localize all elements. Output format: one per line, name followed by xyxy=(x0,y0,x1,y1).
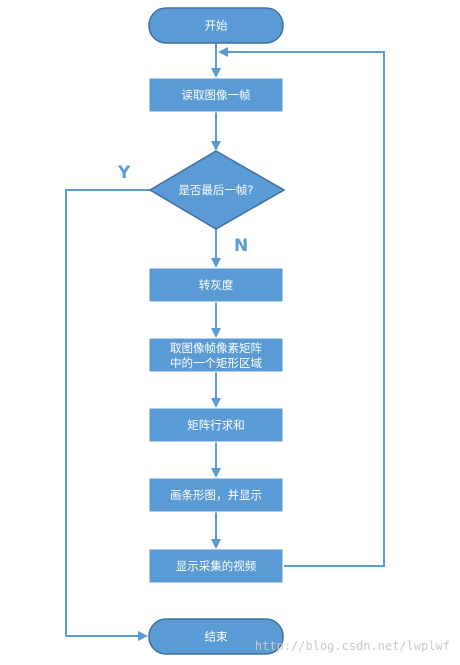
watermark-text: http://blog.csdn.net/lwplwf xyxy=(255,639,450,653)
to-gray-node: 转灰度 xyxy=(148,267,284,303)
show-video-node: 显示采集的视频 xyxy=(148,548,284,584)
end-label: 结束 xyxy=(205,630,228,644)
yes-branch-label: Y xyxy=(117,163,131,183)
take-region-label-line2: 中的一个矩形区域 xyxy=(170,356,262,370)
decision-label: 是否最后一帧? xyxy=(178,183,253,197)
start-node: 开始 xyxy=(148,7,284,44)
draw-bars-node: 画条形图，并显示 xyxy=(148,477,284,513)
to-gray-label: 转灰度 xyxy=(199,278,234,292)
row-sum-node: 矩阵行求和 xyxy=(148,407,284,443)
end-node: 结束 xyxy=(148,618,284,655)
arrow-loop-back xyxy=(218,47,385,567)
start-label: 开始 xyxy=(205,19,228,33)
no-branch-label: N xyxy=(234,236,248,256)
arrow-yes-to-end xyxy=(65,189,150,641)
row-sum-label: 矩阵行求和 xyxy=(187,418,245,432)
draw-bars-label: 画条形图，并显示 xyxy=(170,488,262,502)
decision-node: 是否最后一帧? xyxy=(148,150,286,230)
take-region-node: 取图像帧像素矩阵 中的一个矩形区域 xyxy=(148,337,284,373)
read-frame-label: 读取图像一帧 xyxy=(182,88,251,102)
read-frame-node: 读取图像一帧 xyxy=(148,77,284,113)
connectors xyxy=(65,43,385,641)
show-video-label: 显示采集的视频 xyxy=(176,559,257,573)
take-region-label-line1: 取图像帧像素矩阵 xyxy=(170,341,262,355)
